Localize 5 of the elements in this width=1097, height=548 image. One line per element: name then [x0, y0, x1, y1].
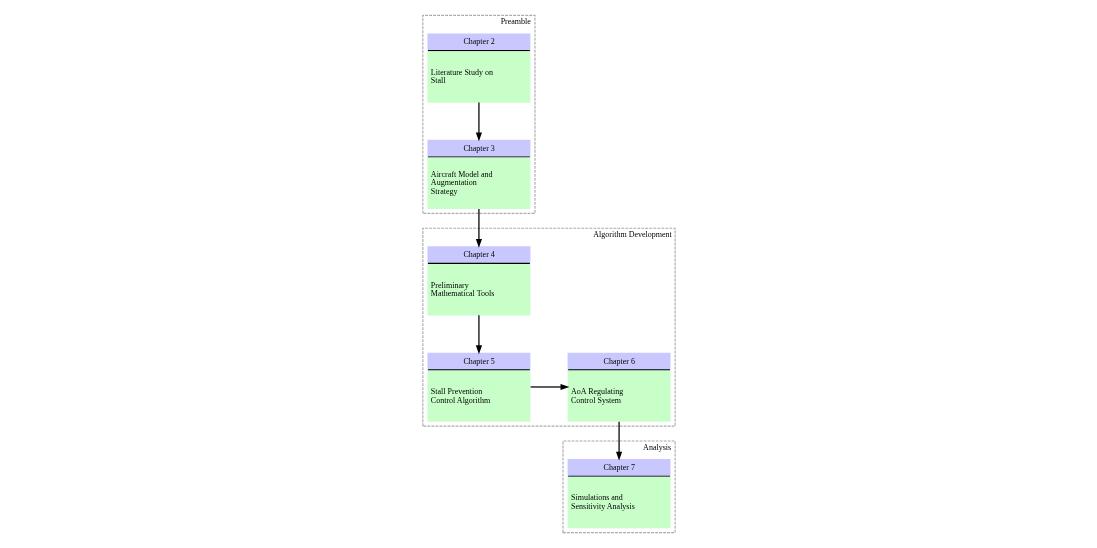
arrow: [475, 314, 482, 355]
arrow: [615, 421, 622, 461]
arrow: [475, 101, 482, 142]
arrow: [529, 383, 569, 391]
arrow: [475, 208, 482, 248]
